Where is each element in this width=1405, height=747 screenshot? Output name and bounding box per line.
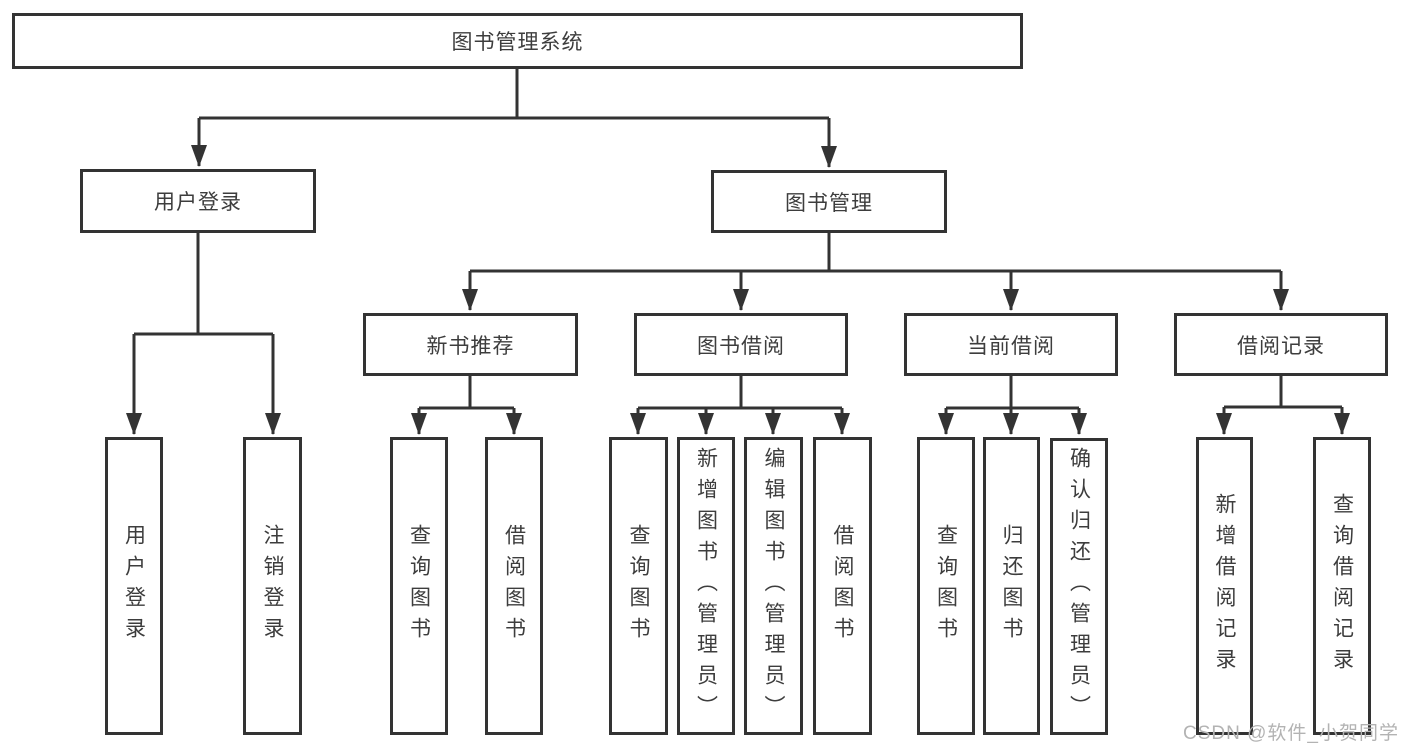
leaf-add-borrow-record: 新增借阅记录 — [1196, 437, 1253, 735]
node-label: 注销登录 — [261, 524, 284, 648]
leaf-user-login: 用户登录 — [105, 437, 163, 735]
node-label: 新书推荐 — [426, 334, 515, 358]
node-label: 借阅图书 — [831, 524, 854, 648]
leaf-query-books-recommend: 查询图书 — [390, 437, 448, 735]
leaf-add-book-admin: 新增图书（管理员） — [677, 437, 735, 735]
node-label: 图书管理系统 — [451, 31, 584, 54]
leaf-confirm-return-admin: 确认归还（管理员） — [1050, 438, 1108, 735]
node-label: 图书管理 — [785, 191, 873, 215]
node-borrow-records: 借阅记录 — [1174, 313, 1388, 376]
node-label: 查询图书 — [407, 524, 431, 648]
node-book-borrow: 图书借阅 — [634, 313, 848, 376]
node-new-book-recommend: 新书推荐 — [363, 313, 578, 376]
node-label: 新增借阅记录 — [1213, 493, 1236, 679]
node-label: 查询图书 — [934, 524, 958, 648]
node-label: 借阅记录 — [1237, 334, 1325, 358]
node-library-management-system: 图书管理系统 — [12, 13, 1023, 69]
leaf-borrow-books-recommend: 借阅图书 — [485, 437, 543, 735]
node-label: 用户登录 — [122, 524, 146, 648]
node-current-borrow: 当前借阅 — [904, 313, 1118, 376]
node-label: 借阅图书 — [502, 524, 526, 648]
node-book-management: 图书管理 — [711, 170, 947, 233]
node-label: 归还图书 — [1000, 524, 1023, 648]
node-label: 当前借阅 — [967, 334, 1055, 358]
watermark: CSDN @软件_小贺同学 — [1183, 723, 1399, 744]
leaf-query-books-borrow: 查询图书 — [609, 437, 668, 735]
node-label: 查询借阅记录 — [1330, 493, 1354, 679]
leaf-logout: 注销登录 — [243, 437, 302, 735]
leaf-return-book: 归还图书 — [983, 437, 1040, 735]
node-user-login: 用户登录 — [80, 169, 316, 233]
node-label: 用户登录 — [154, 191, 242, 214]
node-label: 查询图书 — [627, 524, 650, 648]
leaf-query-books-current: 查询图书 — [917, 437, 975, 735]
node-label: 确认归还（管理员） — [1067, 447, 1091, 726]
node-label: 新增图书（管理员） — [694, 446, 718, 726]
node-label: 编辑图书（管理员） — [762, 446, 785, 726]
leaf-query-borrow-record: 查询借阅记录 — [1313, 437, 1371, 735]
node-label: 图书借阅 — [697, 334, 785, 358]
leaf-borrow-books: 借阅图书 — [813, 437, 872, 735]
leaf-edit-book-admin: 编辑图书（管理员） — [744, 437, 803, 735]
